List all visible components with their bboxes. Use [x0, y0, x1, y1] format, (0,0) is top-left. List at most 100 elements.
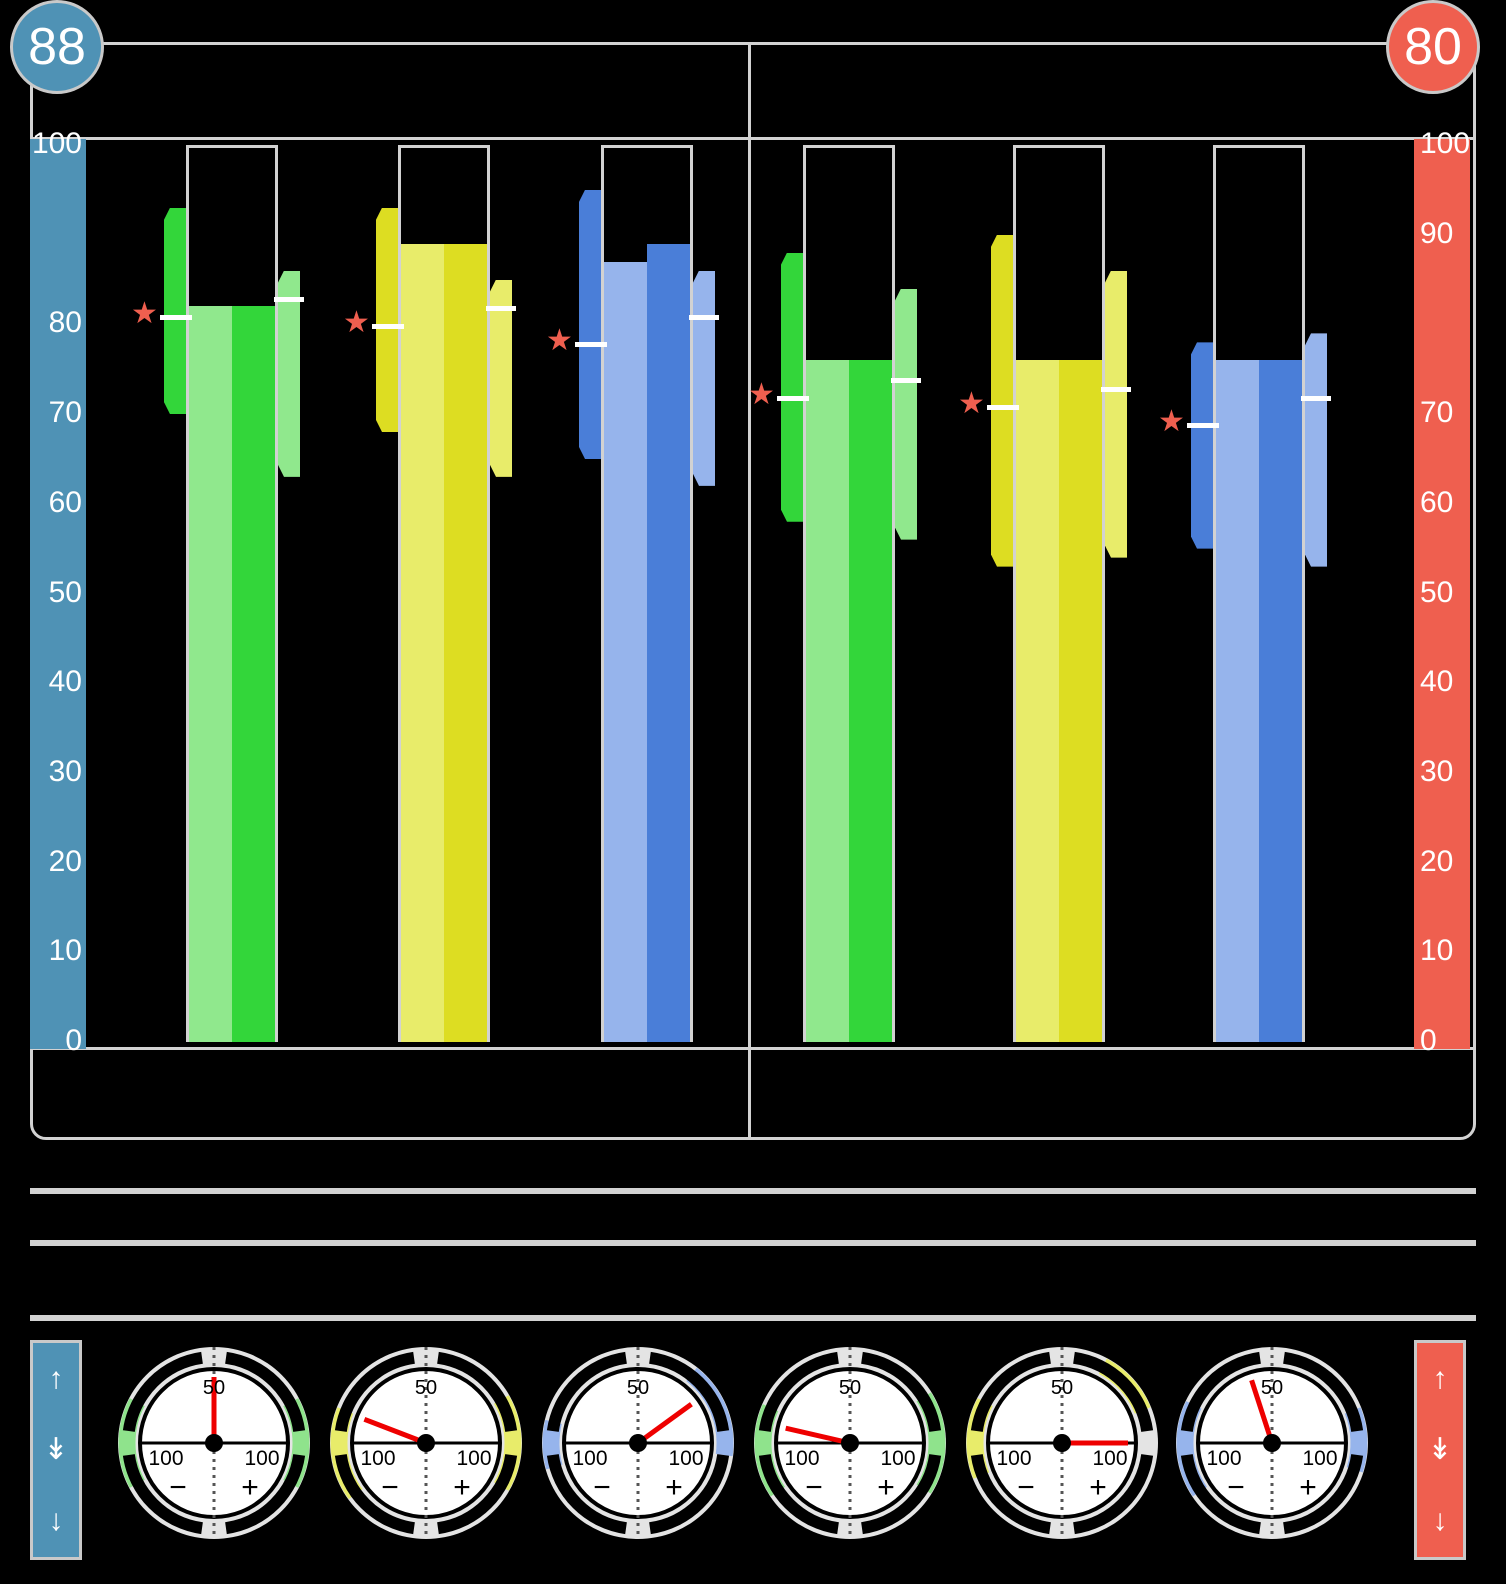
gauge-bezel-segment [648, 1351, 730, 1433]
gauge-label-right: 100 [1302, 1447, 1337, 1470]
nav-up-icon[interactable]: ↑ [1432, 1361, 1448, 1395]
gauge-bezel-segment [1282, 1453, 1364, 1535]
gauge-bezel-segment [1282, 1351, 1364, 1433]
gauge-bezel-segment [546, 1351, 628, 1433]
divider-rule-3 [30, 1315, 1476, 1321]
bar-outline [186, 145, 278, 1042]
nav-right[interactable]: ↑ ↡ ↓ [1414, 1340, 1466, 1560]
bar-marker-tick-right [891, 378, 921, 384]
badge-left-value[interactable]: 88 [10, 0, 104, 94]
panel-divider [748, 42, 751, 1140]
gauge-label-right: 100 [244, 1447, 279, 1470]
gauge-bezel-segment [758, 1351, 840, 1433]
star-marker-icon: ★ [1158, 405, 1185, 439]
bar-outline [398, 145, 490, 1042]
axis-tick: 60 [48, 485, 82, 519]
bar-fill-light [806, 360, 849, 1042]
axis-tick: 20 [1420, 844, 1454, 878]
chart-bottom-divider [30, 1047, 1476, 1050]
gauge-label-left: 100 [148, 1447, 183, 1470]
star-marker-icon: ★ [546, 324, 573, 358]
gauge-label-minus: − [805, 1471, 823, 1504]
axis-tick: 0 [65, 1024, 82, 1057]
gauge-needle[interactable] [363, 1417, 427, 1446]
bar-band-right [895, 289, 917, 540]
gauge-hub [1263, 1434, 1281, 1452]
gauge-label-right: 100 [880, 1447, 915, 1470]
nav-down-icon[interactable]: ↓ [48, 1504, 64, 1538]
gauge-label-minus: − [593, 1471, 611, 1504]
gauge-label-minus: − [381, 1471, 399, 1504]
star-marker-icon: ★ [131, 297, 158, 331]
nav-collapse-icon[interactable]: ↡ [43, 1432, 69, 1466]
bar-outline [601, 145, 693, 1042]
gauge-bezel-segment [970, 1453, 1052, 1535]
bar-band-right [1105, 271, 1127, 558]
gauge-label-left: 100 [996, 1447, 1031, 1470]
bar-marker-tick-left [777, 396, 809, 402]
gauge-bezel-segment [1072, 1351, 1154, 1433]
bar-fill-light [401, 243, 444, 1042]
gauge-label-center: 50 [203, 1377, 225, 1399]
bar-band-left [991, 235, 1013, 567]
gauge-label-plus: + [665, 1471, 683, 1504]
axis-tick: 30 [1420, 754, 1454, 788]
axis-tick: 70 [1420, 396, 1454, 430]
gauge-label-plus: + [453, 1471, 471, 1504]
gauge-bezel-segment [224, 1453, 306, 1535]
gauge-needle[interactable] [1249, 1379, 1275, 1444]
axis-tick: 70 [48, 396, 82, 430]
axis-tick: 20 [48, 844, 82, 878]
gauge-label-plus: + [241, 1471, 259, 1504]
bar-fill-light [1016, 360, 1059, 1042]
gauge-bezel-segment [1180, 1351, 1262, 1433]
bar-fill-dark [232, 306, 275, 1042]
axis-tick: 10 [1420, 934, 1454, 968]
nav-left[interactable]: ↑ ↡ ↓ [30, 1340, 82, 1560]
gauge-label-minus: − [1227, 1471, 1245, 1504]
bar-fill-dark [1259, 360, 1302, 1042]
gauge-label-center: 50 [415, 1377, 437, 1399]
axis-tick: 60 [1420, 485, 1454, 519]
gauge-bezel-segment [436, 1453, 518, 1535]
axis-tick: 50 [48, 575, 82, 609]
gauge-needle[interactable] [785, 1425, 851, 1446]
nav-down-icon[interactable]: ↓ [1432, 1504, 1448, 1538]
gauge-needle[interactable] [636, 1402, 693, 1446]
axis-tick: 50 [1420, 575, 1454, 609]
bar-fill-dark [1059, 360, 1102, 1042]
axis-tick: 0 [1420, 1024, 1437, 1057]
bar-marker-tick-left [1187, 423, 1219, 429]
bar-marker-tick-right [689, 315, 719, 321]
gauge-label-left: 100 [784, 1447, 819, 1470]
nav-up-icon[interactable]: ↑ [48, 1361, 64, 1395]
badge-right-value[interactable]: 80 [1386, 0, 1480, 94]
gauge-bezel-segment [1180, 1453, 1262, 1535]
gauge-bezel-segment [758, 1453, 840, 1535]
bar-marker-tick-left [372, 324, 404, 330]
nav-collapse-icon[interactable]: ↡ [1427, 1432, 1453, 1466]
gauge-label-left: 100 [1206, 1447, 1241, 1470]
axis-tick: 100 [1420, 127, 1471, 160]
bar-outline [1213, 145, 1305, 1042]
divider-rule-1 [30, 1188, 1476, 1194]
bar-marker-tick-right [1101, 387, 1131, 393]
bar-band-right [693, 271, 715, 486]
gauge-bezel-segment [860, 1351, 942, 1433]
bar-marker-tick-right [1301, 396, 1331, 402]
axis-tick: 90 [1420, 216, 1454, 250]
gauge-label-center: 50 [1261, 1377, 1283, 1399]
bar-marker-tick-left [575, 342, 607, 348]
bar-marker-tick-right [486, 306, 516, 312]
gauge-hub [205, 1434, 223, 1452]
gauge-bezel-segment [122, 1351, 204, 1433]
